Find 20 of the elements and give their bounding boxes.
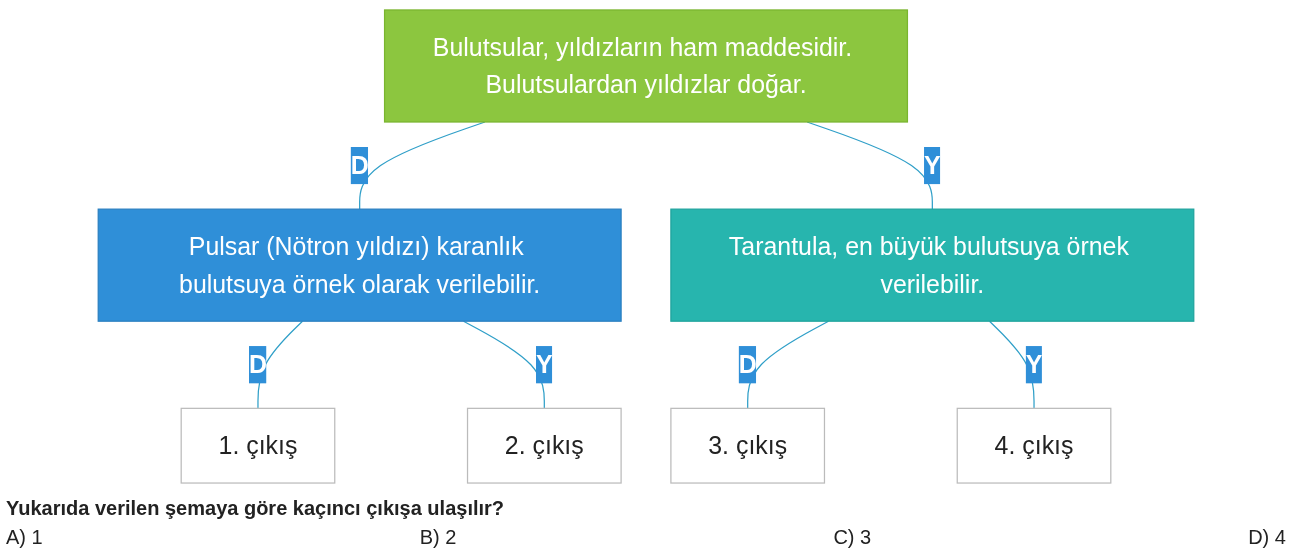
answer-option: C) 3 — [833, 526, 872, 549]
node-box: Bulutsular, yıldızların ham maddesidir. Bulutsulardan yıldızlar doğar. — [383, 9, 909, 123]
answer-option: D) 4 — [1248, 526, 1286, 549]
answer-option: B) 2 — [419, 526, 457, 549]
edge-label: Y — [536, 351, 553, 379]
node-box: 1. çıkış — [180, 407, 336, 484]
edge-label: Y — [924, 151, 941, 180]
edge-label: D — [738, 351, 757, 379]
question-text: Yukarıda verilen şemaya göre kaçıncı çıkışa ulaşılır? — [6, 497, 506, 520]
node-box: 4. çıkış — [956, 407, 1112, 484]
node-box: Pulsar (Nötron yıldızı) karanlık bulutsuya örnek olarak verilebilir. — [97, 208, 622, 322]
edge-label: D — [350, 151, 369, 180]
node-box: Tarantula, en büyük bulutsuya örnek verilebilir. — [670, 208, 1195, 322]
node-box: 3. çıkış — [670, 407, 826, 484]
connector — [462, 320, 545, 409]
connector — [747, 320, 830, 409]
edge-label: D — [248, 351, 267, 379]
edge-label: Y — [1025, 351, 1043, 379]
node-box: 2. çıkış — [466, 407, 622, 484]
answer-option: A) 1 — [6, 526, 43, 549]
